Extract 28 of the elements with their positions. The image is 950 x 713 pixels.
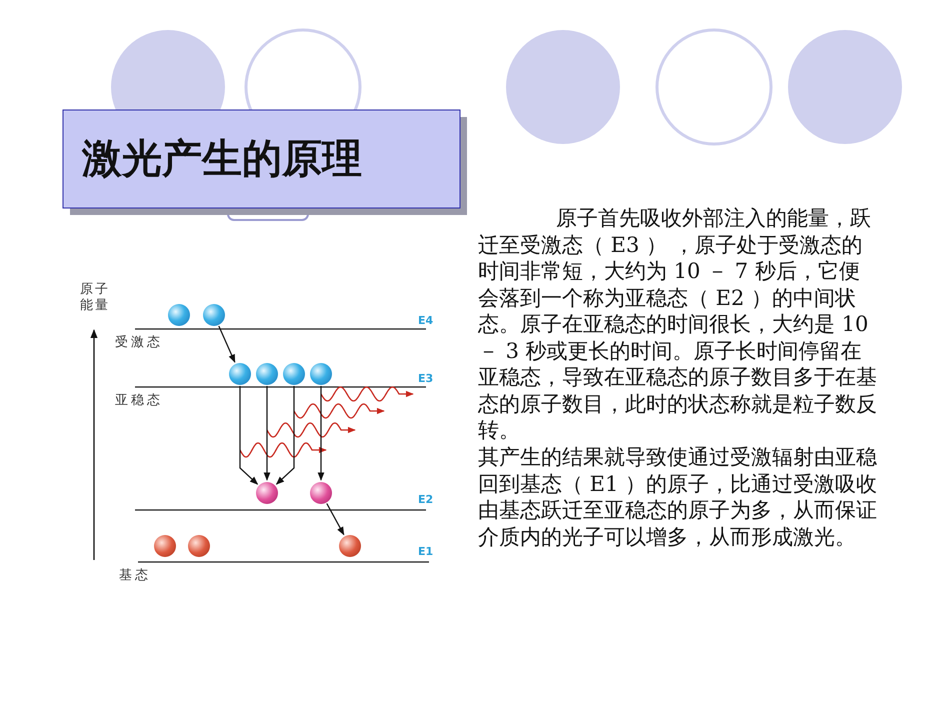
atom [310, 363, 332, 385]
paragraph: 原子首先吸收外部注入的能量，跃迁至受激态（ E3 ） ，原子处于受激态的时间非常短，大约为 10 － 7 秒后，它便会落到一个称为亚稳态（ E2 ）的中间状态。原子在亚稳态的时间很长，大约是 10 － 3 秒或更长的时间。原子长时间停留在亚稳态，导致在亚稳态的原子数目多于在基态的原子数目，此时的状态称就是粒子数反转。 [478, 205, 878, 444]
atom [256, 363, 278, 385]
slide-title: 激光产生的原理 [82, 135, 362, 183]
atom [283, 363, 305, 385]
atom [168, 304, 190, 326]
atom [339, 535, 361, 557]
energy-axis-label: 原子能量 [80, 282, 110, 314]
level-label: E4 [418, 314, 434, 327]
atom [256, 482, 278, 504]
transition-arrow [276, 386, 295, 485]
transition-arrow [318, 386, 324, 481]
level-label: E2 [418, 493, 434, 506]
transition-arrow [239, 386, 258, 485]
level-label: E1 [418, 545, 434, 558]
state-label: 亚稳态 [115, 392, 163, 409]
transition-arrow [326, 503, 344, 536]
transition-arrow [218, 326, 236, 363]
atom [154, 535, 176, 557]
state-label: 受激态 [115, 334, 163, 351]
atom [203, 304, 225, 326]
level-label: E3 [418, 372, 434, 385]
paragraph: 其产生的结果就导致使通过受激辐射由亚稳回到基态（ E1 ）的原子，比通过受激吸收由基态跃迁至亚稳态的原子为多，从而保证介质内的光子可以增多，从而形成激光。 [478, 444, 878, 550]
atom [310, 482, 332, 504]
atom [229, 363, 251, 385]
transition-arrow [264, 386, 270, 481]
atom [188, 535, 210, 557]
state-label: 基态 [119, 567, 151, 584]
